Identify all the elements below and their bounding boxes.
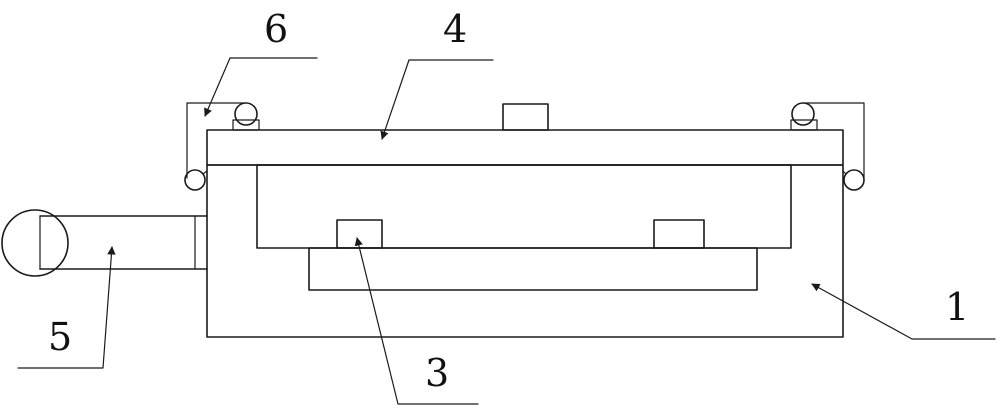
cover-plate (206, 129, 844, 166)
label-3: 3 (425, 351, 449, 395)
leader-lines (17, 57, 996, 405)
pulley-assembly-right (790, 102, 865, 191)
label-1: 1 (945, 285, 969, 329)
label-5: 5 (48, 315, 72, 359)
label-6: 6 (264, 7, 288, 51)
leader-6 (204, 57, 318, 117)
lower-plate (308, 247, 758, 291)
block-right (653, 219, 705, 249)
leader-3 (354, 237, 479, 405)
leader-4 (380, 59, 494, 140)
side-handle (1, 209, 208, 277)
label-4: 4 (443, 7, 467, 51)
leader-1 (811, 283, 996, 340)
top-handle (502, 103, 549, 131)
leader-5 (17, 246, 116, 369)
pulley-assembly-left (184, 102, 260, 191)
block-left (336, 219, 383, 249)
main-body (206, 164, 844, 338)
